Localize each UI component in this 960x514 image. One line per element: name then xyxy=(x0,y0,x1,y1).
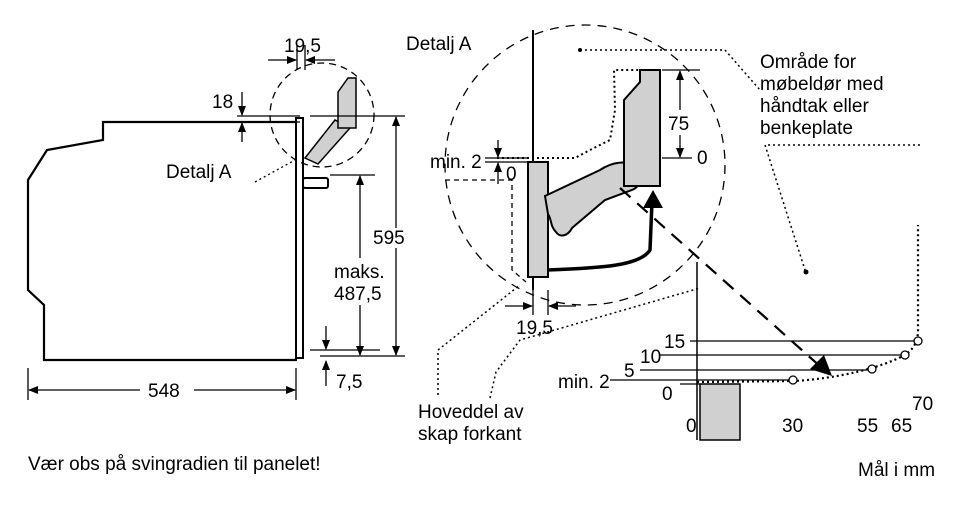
label-7-5: 7,5 xyxy=(336,372,362,393)
graph-cabinet-block xyxy=(699,383,741,441)
label-75: 75 xyxy=(668,114,689,135)
label-detalj-a-title: Detalj A xyxy=(406,34,472,55)
hoveddel-leader-2 xyxy=(489,287,701,399)
label-hoveddel-1: Hoveddel av xyxy=(418,402,524,423)
label-omrade-2: møbeldør med xyxy=(760,74,884,95)
point-55 xyxy=(867,364,877,374)
oven-knob xyxy=(302,177,329,189)
graph-label-15: 15 xyxy=(664,332,685,353)
label-omrade-4: benkeplate xyxy=(760,118,853,139)
dim-min2-detail: min. 2 0 xyxy=(430,140,528,185)
swing-radius-graph: 15 10 5 min. 2 0 0 30 55 65 70 xyxy=(558,225,933,441)
oven-body-outline xyxy=(26,120,297,362)
swing-path-arrow-head xyxy=(810,355,832,376)
furniture-panel-detail xyxy=(623,69,661,187)
dim-548: 548 xyxy=(27,368,297,402)
furniture-door-area-outline xyxy=(497,69,640,159)
omrade-dot-2 xyxy=(803,269,809,275)
label-18: 18 xyxy=(212,92,233,113)
detail-a-circle-large xyxy=(444,24,726,306)
oven-front-detail xyxy=(527,161,549,278)
label-487-5: 487,5 xyxy=(334,284,382,305)
label-omrade-3: håndtak eller xyxy=(760,96,869,117)
dim-595: 595 xyxy=(310,115,405,357)
label-595: 595 xyxy=(373,228,405,249)
graph-x-0: 0 xyxy=(686,416,697,437)
omrade-dot xyxy=(578,48,582,52)
label-zero-detail-a: 0 xyxy=(506,164,517,185)
label-19-5-top: 19,5 xyxy=(284,36,321,57)
cabinet-side-dashed xyxy=(445,179,527,283)
omrade-leader-1 xyxy=(580,49,761,91)
label-zero-detail-b: 0 xyxy=(697,148,708,169)
omrade-leader-2 xyxy=(763,144,920,271)
detail-a-circle-small xyxy=(269,62,375,168)
swing-arrow-head xyxy=(643,190,663,208)
dim-7-5: 7,5 xyxy=(310,326,380,393)
warning-note: Vær obs på svingradien til panelet! xyxy=(28,454,321,475)
detail-a-leader-small xyxy=(254,159,296,183)
graph-label-5: 5 xyxy=(624,361,635,382)
oven-front-panel xyxy=(295,117,304,359)
label-hoveddel-2: skap forkant xyxy=(418,424,522,445)
dim-75: 75 0 xyxy=(662,69,708,169)
hoveddel-leader-1 xyxy=(437,284,521,395)
swing-radius-curve xyxy=(696,225,920,384)
graph-x-70: 70 xyxy=(912,394,933,415)
dim-487-5: maks. 487,5 xyxy=(330,174,385,356)
units-note: Mål i mm xyxy=(858,460,935,481)
label-omrade-1: Område for xyxy=(760,52,857,73)
swing-arrow xyxy=(547,201,654,272)
label-maks: maks. xyxy=(334,262,385,283)
graph-x-30: 30 xyxy=(782,416,803,437)
graph-x-65: 65 xyxy=(891,416,912,437)
graph-label-min2: min. 2 xyxy=(558,372,610,393)
dim-19-5-top: 19,5 xyxy=(268,36,335,70)
oven-side-view: 19,5 18 Detalj A 595 maks. 487,5 xyxy=(26,36,405,402)
label-548: 548 xyxy=(148,381,180,402)
detail-a-view: Detalj A min. 2 0 75 xyxy=(406,24,920,445)
dim-18: 18 xyxy=(212,92,300,142)
graph-label-10: 10 xyxy=(640,347,661,368)
dim-19-5-bottom: 19,5 xyxy=(505,290,576,339)
graph-label-0: 0 xyxy=(662,384,673,405)
point-30 xyxy=(788,375,798,385)
hinge-panel-small xyxy=(337,77,357,129)
label-detalj-a-left: Detalj A xyxy=(166,162,232,183)
graph-x-55: 55 xyxy=(857,416,878,437)
point-65 xyxy=(900,350,910,360)
label-min2-detail: min. 2 xyxy=(430,152,482,173)
point-70 xyxy=(913,336,923,346)
